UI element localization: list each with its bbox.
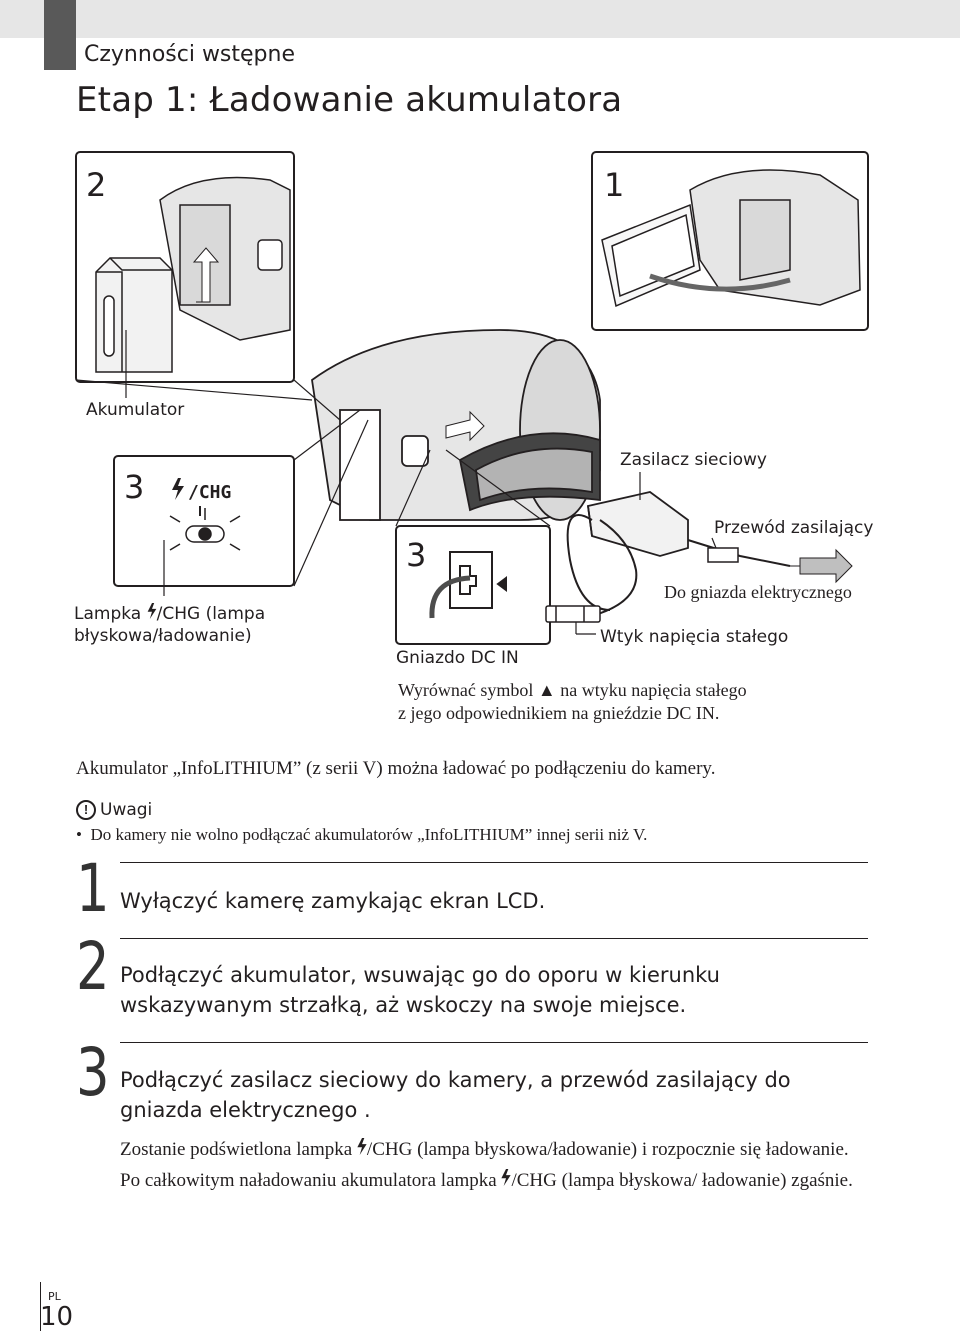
language-code: PL bbox=[48, 1290, 61, 1303]
page-title: Etap 1: Ładowanie akumulatora bbox=[76, 80, 623, 120]
label-adapter: Zasilacz sieciowy bbox=[620, 450, 767, 470]
label-dc-plug: Wtyk napięcia stałego bbox=[600, 627, 789, 647]
page-number: 10 bbox=[40, 1302, 74, 1332]
step-2-text: Podłączyć akumulator, wsuwając go do opo… bbox=[120, 963, 720, 1017]
flash-icon bbox=[172, 478, 184, 500]
panel-3a-number: 3 bbox=[124, 468, 144, 506]
section-title: Czynności wstępne bbox=[84, 42, 295, 67]
power-plug-icon bbox=[707, 547, 739, 563]
connector-panel2 bbox=[293, 379, 341, 421]
label-lamp: Lampka /CHG (lampa bbox=[74, 603, 266, 624]
notes-heading: Uwagi bbox=[100, 800, 153, 820]
panel-step-3-dcin bbox=[395, 525, 551, 645]
ac-adapter-illustration bbox=[586, 491, 689, 557]
label-battery: Akumulator bbox=[86, 400, 185, 420]
header-bar bbox=[0, 0, 960, 38]
arrow-curved-icon bbox=[429, 575, 471, 619]
bullet: • bbox=[76, 825, 91, 844]
leader-cord bbox=[711, 537, 717, 549]
step-2-number: 2 bbox=[76, 928, 110, 1005]
label-to-outlet: Do gniazda elektrycznego bbox=[664, 582, 852, 602]
step-3-number: 3 bbox=[76, 1034, 110, 1111]
dc-plug-icon bbox=[545, 605, 601, 623]
chg-label: /CHG bbox=[188, 482, 231, 503]
panel-step-3-lamp bbox=[113, 455, 295, 587]
step-3-detail: Zostanie podświetlona lampka /CHG (lampa… bbox=[120, 1138, 853, 1191]
intro-text: Akumulator „InfoLITHIUM” (z serii V) moż… bbox=[76, 758, 716, 779]
camera-back-illustration bbox=[159, 176, 291, 341]
battery-illustration bbox=[95, 257, 173, 373]
step-1-number: 1 bbox=[76, 850, 110, 927]
panel-step-1 bbox=[591, 151, 869, 331]
arrow-close-icon bbox=[649, 273, 791, 292]
section-tab bbox=[44, 0, 76, 70]
panel-step-2 bbox=[75, 151, 295, 383]
step-1-text: Wyłączyć kamerę zamykając ekran LCD. bbox=[120, 889, 546, 913]
camera-lcd-illustration bbox=[601, 169, 861, 308]
arrow-outlet-icon bbox=[799, 548, 853, 584]
align-instruction: Wyrównać symbol ▲ na wtyku napięcia stał… bbox=[398, 680, 747, 700]
panel-1-number: 1 bbox=[604, 166, 624, 204]
panel-2-number: 2 bbox=[86, 166, 106, 204]
step-1-rule bbox=[120, 862, 868, 863]
arrow-up-icon bbox=[192, 247, 220, 303]
arrow-right-icon bbox=[445, 410, 485, 442]
label-dc-in: Gniazdo DC IN bbox=[396, 648, 519, 668]
step-2-rule bbox=[120, 938, 868, 939]
step-3-rule bbox=[120, 1042, 868, 1043]
flash-icon bbox=[147, 603, 156, 619]
align-instruction-line2: z jego odpowiednikiem na gnieździe DC IN… bbox=[398, 703, 720, 723]
chg-lamp-icon bbox=[169, 506, 241, 551]
charging-diagram: 3 /CHG 2 1 3 bbox=[75, 151, 869, 645]
flash-icon bbox=[357, 1138, 367, 1155]
label-power-cord: Przewód zasilający bbox=[714, 518, 874, 538]
panel-3b-number: 3 bbox=[406, 536, 426, 574]
triangle-icon: ▲ bbox=[537, 680, 556, 700]
note-icon: ! bbox=[76, 800, 96, 820]
note-item: • Do kamery nie wolno podłączać akumulat… bbox=[76, 825, 648, 844]
flash-icon bbox=[501, 1169, 512, 1186]
step-3-text: Podłączyć zasilacz sieciowy do kamery, a… bbox=[120, 1068, 791, 1122]
page-marker-line bbox=[40, 1282, 41, 1331]
label-lamp-line2: błyskowa/ładowanie) bbox=[74, 626, 252, 646]
